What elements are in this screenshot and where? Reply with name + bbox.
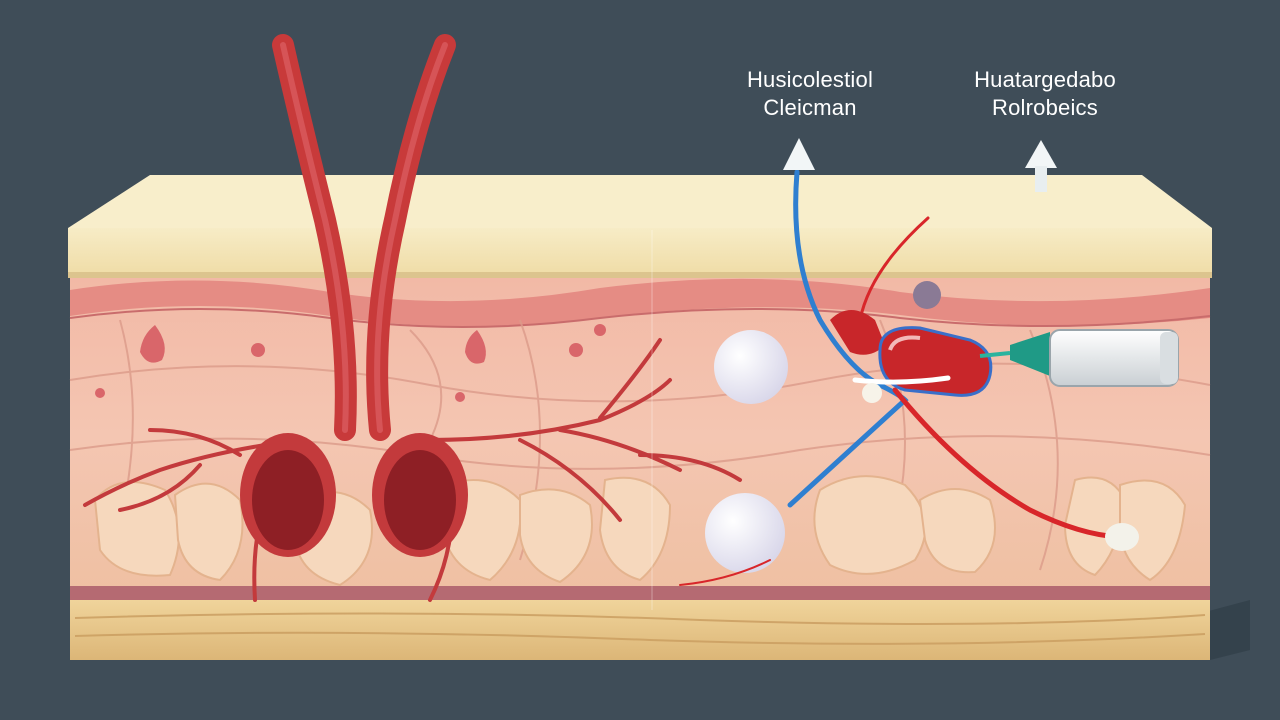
artery-left xyxy=(272,34,357,441)
callout-left-line1: Husicolestiol xyxy=(746,67,874,92)
syringe-icon xyxy=(979,329,1179,387)
epidermis-layer xyxy=(68,175,1212,278)
vesicle-upper xyxy=(714,330,788,404)
callout-left-line2: Cleicman xyxy=(763,95,857,120)
callout-label-right: Huatargedabo Rolrobeics xyxy=(925,66,1165,122)
probe-tip xyxy=(1105,523,1139,551)
block-shadow xyxy=(1205,600,1250,660)
callout-right-line2: Rolrobeics xyxy=(992,95,1098,120)
callout-right-line1: Huatargedabo xyxy=(974,67,1116,92)
callout-label-left: Husicolestiol Cleicman xyxy=(700,66,920,122)
arrow-up-icon xyxy=(783,138,815,170)
red-probe-line xyxy=(679,216,1123,586)
arrow-up-icon xyxy=(1025,140,1057,192)
implant-capsule xyxy=(830,310,993,403)
artery-right xyxy=(366,34,456,441)
blue-probe-line xyxy=(787,169,909,508)
vessel-openings xyxy=(240,433,468,557)
subcutis-layer xyxy=(70,586,1210,660)
vesicle-lower xyxy=(705,493,785,573)
